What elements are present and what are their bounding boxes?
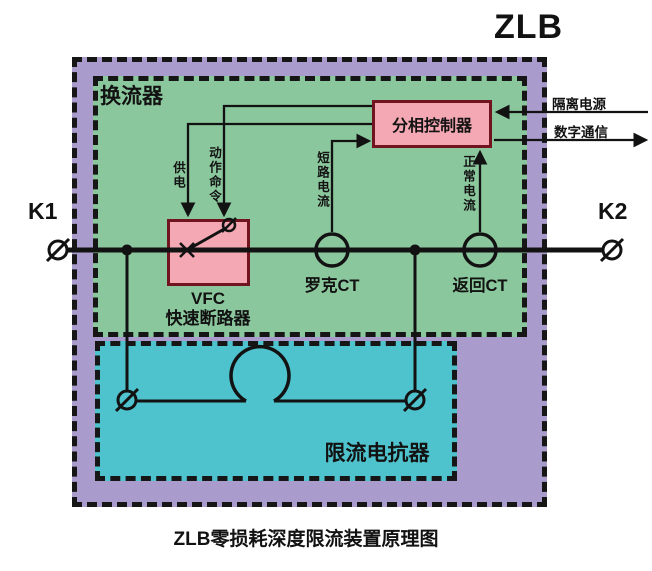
terminal-k1-icon — [45, 237, 71, 263]
vfc-breaker-box — [167, 219, 250, 286]
terminal-k1-label: K1 — [28, 198, 58, 224]
digital-comm-label: 数字通信 — [554, 125, 608, 140]
diagram-title: ZLB — [494, 8, 564, 46]
phase-controller-box: 分相控制器 — [372, 100, 492, 148]
short-circuit-signal-label: 短路电流 — [315, 151, 329, 209]
power-signal-label: 供电 — [171, 161, 185, 190]
converter-region-label: 换流器 — [100, 85, 163, 108]
normal-current-signal-label: 正常电流 — [461, 155, 475, 213]
diagram-caption: ZLB零损耗深度限流装置原理图 — [173, 529, 439, 550]
vfc-caption: VFC 快速断路器 — [143, 289, 273, 329]
isolated-power-label: 隔离电源 — [552, 97, 606, 112]
reactor-region-label: 限流电抗器 — [324, 442, 430, 465]
return-ct-label: 返回CT — [452, 277, 508, 295]
vfc-desc-label: 快速断路器 — [165, 309, 251, 328]
vfc-name-label: VFC — [191, 289, 225, 308]
terminal-k2-label: K2 — [598, 198, 628, 224]
terminal-k2-icon — [599, 237, 625, 263]
phase-controller-label: 分相控制器 — [391, 118, 472, 135]
rogowski-ct-label: 罗克CT — [304, 277, 360, 295]
command-signal-label: 动作命令 — [207, 146, 221, 204]
